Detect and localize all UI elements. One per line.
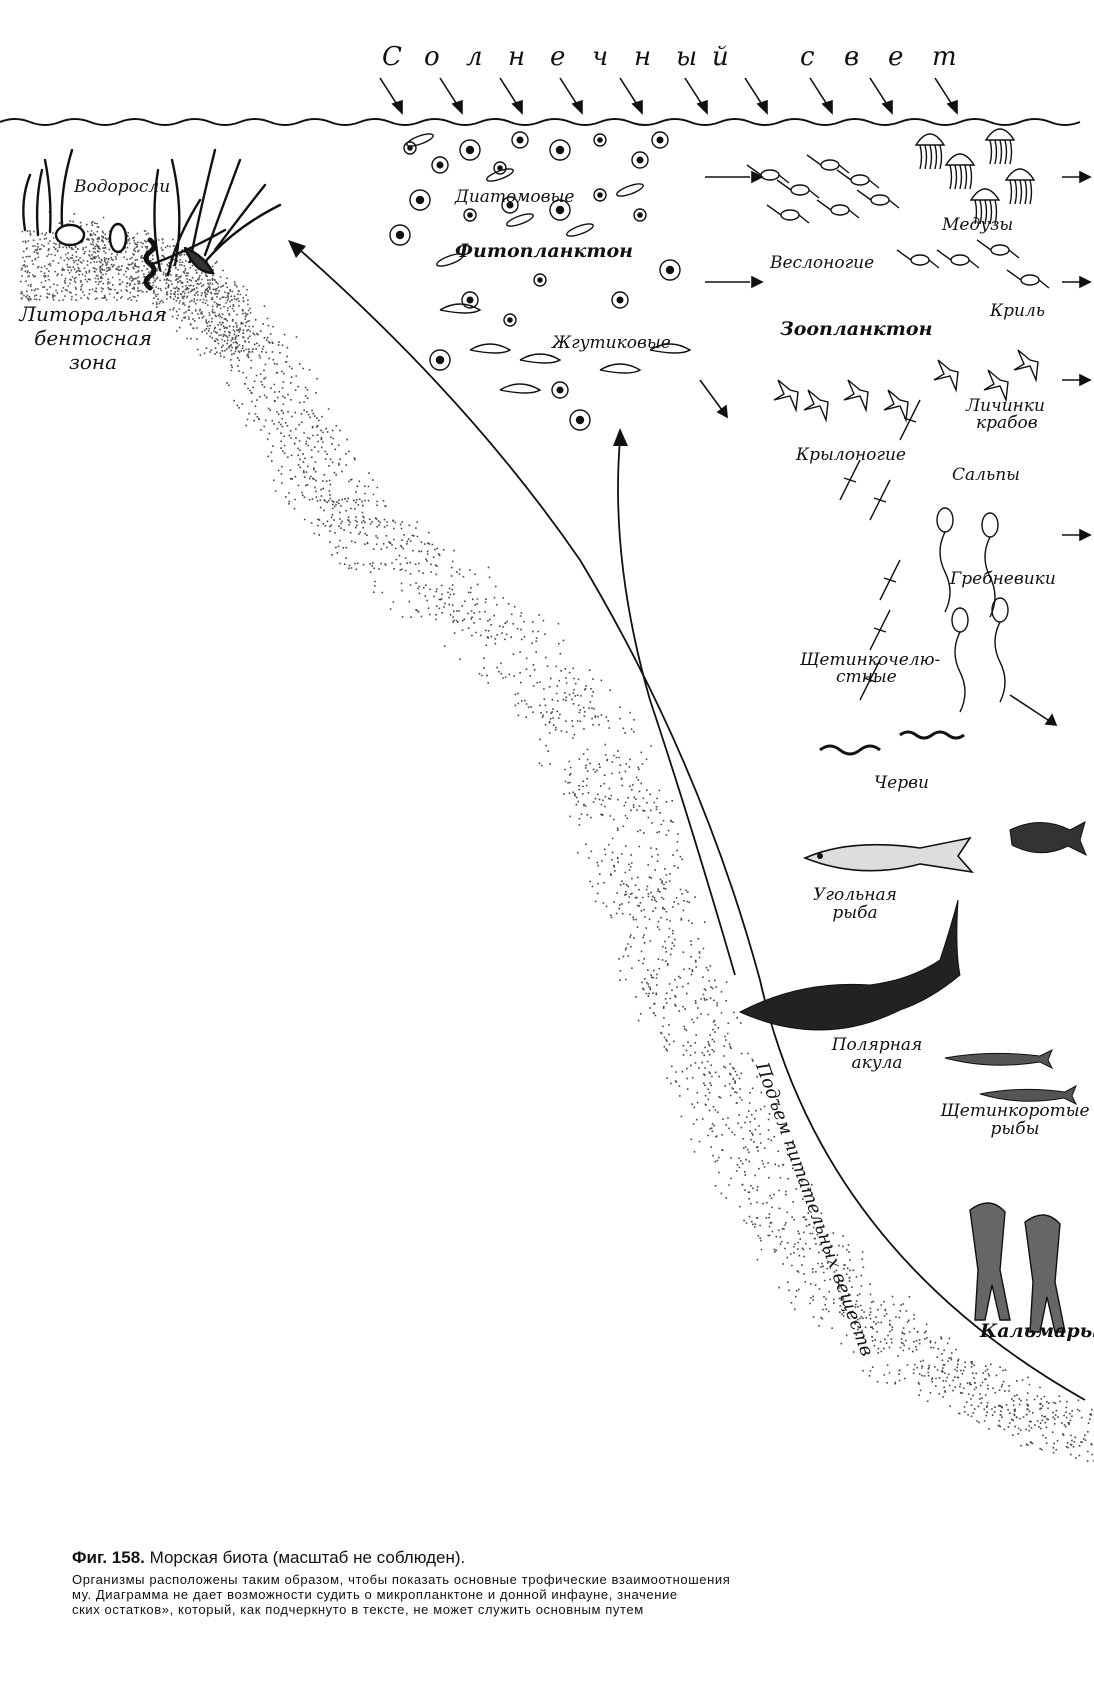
label-squids: Кальмары bbox=[980, 1320, 1094, 1342]
label-bristlemouths: Щетинкоротые рыбы bbox=[940, 1101, 1090, 1139]
plankton-icons bbox=[389, 128, 1050, 756]
squid-icon bbox=[969, 1202, 1066, 1333]
label-diatoms: Диатомовые bbox=[455, 187, 575, 207]
caption-line: ских остатков», который, как подчеркнуто… bbox=[72, 1602, 644, 1617]
label-pteropods: Крылоногие bbox=[796, 445, 906, 465]
water-surface-line bbox=[0, 118, 1081, 126]
arrowhead-icon bbox=[613, 428, 628, 446]
food-flow-arrows bbox=[699, 170, 1092, 726]
sun-arrow-icon bbox=[379, 77, 958, 115]
label-jellyfish: Медузы bbox=[942, 215, 1014, 235]
caption-line: му. Диаграмма не дает возможности судить… bbox=[72, 1587, 678, 1602]
label-worms: Черви bbox=[874, 773, 929, 793]
label-phytoplankton: Фитопланктон bbox=[455, 240, 633, 262]
arrowhead-icon bbox=[288, 240, 306, 258]
label-salps: Сальпы bbox=[952, 465, 1021, 485]
label-copepods: Веслоногие bbox=[770, 253, 875, 273]
label-zooplankton: Зоопланктон bbox=[780, 318, 933, 340]
label-coalfish: Угольная рыба bbox=[813, 885, 897, 923]
label-littoral: Литоральная бентосная зона bbox=[19, 302, 167, 374]
figure-caption-body: Организмы расположены таким образом, что… bbox=[72, 1572, 1032, 1617]
figure-caption-title: Фиг. 158. Морская биота (масштаб не собл… bbox=[72, 1548, 466, 1567]
fish-icon bbox=[802, 821, 1087, 874]
sediment-slope bbox=[20, 211, 1094, 1462]
label-chaetognaths: Щетинкочелю- стные bbox=[800, 650, 941, 687]
label-ctenophores: Гребневики bbox=[950, 569, 1056, 589]
caption-line: Организмы расположены таким образом, что… bbox=[72, 1572, 731, 1587]
fish-icon bbox=[944, 1048, 1078, 1106]
shark-icon bbox=[738, 899, 961, 1031]
algae-icon bbox=[22, 148, 282, 291]
nutrient-flow-curve-inner bbox=[617, 439, 736, 976]
label-krill: Криль bbox=[990, 301, 1046, 321]
label-algae: Водоросли bbox=[74, 177, 171, 197]
label-polar-shark: Полярная акула bbox=[831, 1035, 923, 1073]
nutrient-flow-curve-outer bbox=[299, 249, 1086, 1401]
label-crab-larvae: Личинки крабов bbox=[966, 396, 1045, 433]
label-flagellates: Жгутиковые bbox=[552, 333, 671, 353]
